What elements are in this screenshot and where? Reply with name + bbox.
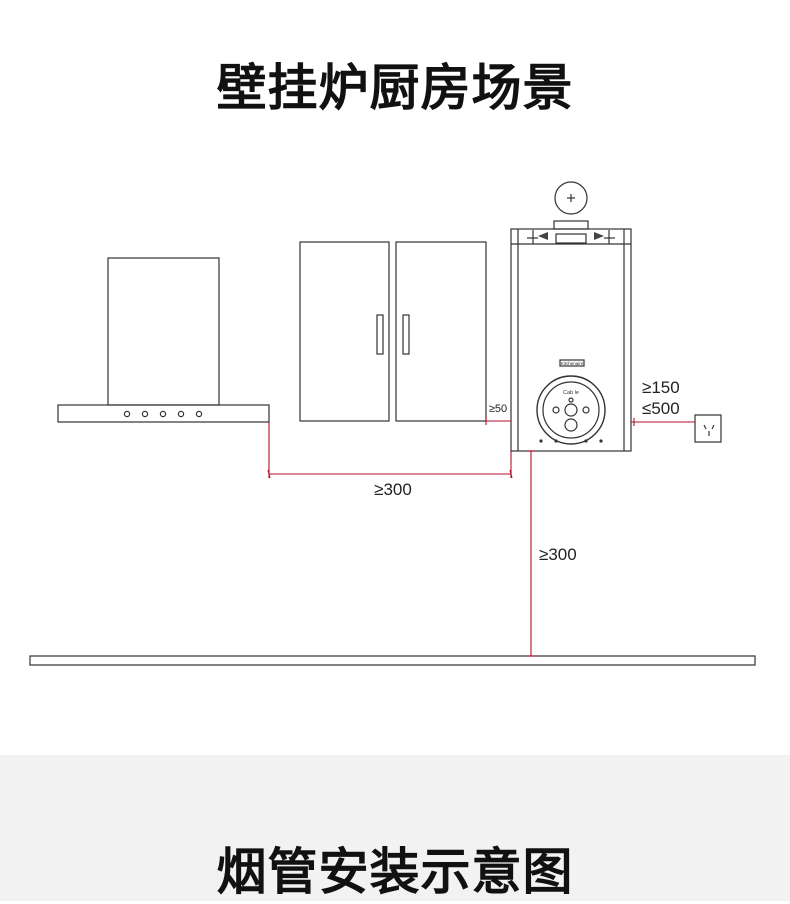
dim-socket-min: ≥150 [642,378,680,397]
brand-plate [559,359,585,367]
installation-diagram: Kitchenaire Cab le [29,181,756,666]
wall-cabinet [299,241,487,422]
indicator-light [568,397,574,403]
power-socket [694,414,722,443]
range-hood-body [57,404,270,423]
dial-text: Cab le [563,390,579,396]
bottom-knob [564,418,578,432]
dim-hood-to-boiler: ≥300 [374,480,412,499]
flue-pipe-outlet [554,181,588,215]
right-knob [582,406,590,414]
cabinet-handle-right [402,314,410,355]
control-panel-ring [536,375,606,445]
center-knob [564,403,578,417]
dim-socket-max: ≤500 [642,399,680,418]
left-knob [552,406,560,414]
range-hood-buttons [123,410,203,418]
wall-boiler: Kitchenaire Cab le [510,181,632,452]
floor-line [29,655,756,666]
range-hood [57,257,270,423]
section-background [0,755,790,901]
range-hood-chimney [107,257,220,406]
cabinet-door-left [299,241,390,422]
section-title: 烟管安装示意图 [216,843,574,901]
dim-cabinet-to-boiler: ≥50 [489,403,507,415]
boiler-body [510,228,632,452]
cabinet-handle-left [376,314,384,355]
page-title: 壁挂炉厨房场景 [216,59,574,117]
brand-text: Kitchenaire [561,361,584,366]
cabinet-door-right [395,241,487,422]
dimension-lines [267,417,695,657]
dim-boiler-to-floor: ≥300 [539,545,577,564]
flue-collar [553,220,589,230]
